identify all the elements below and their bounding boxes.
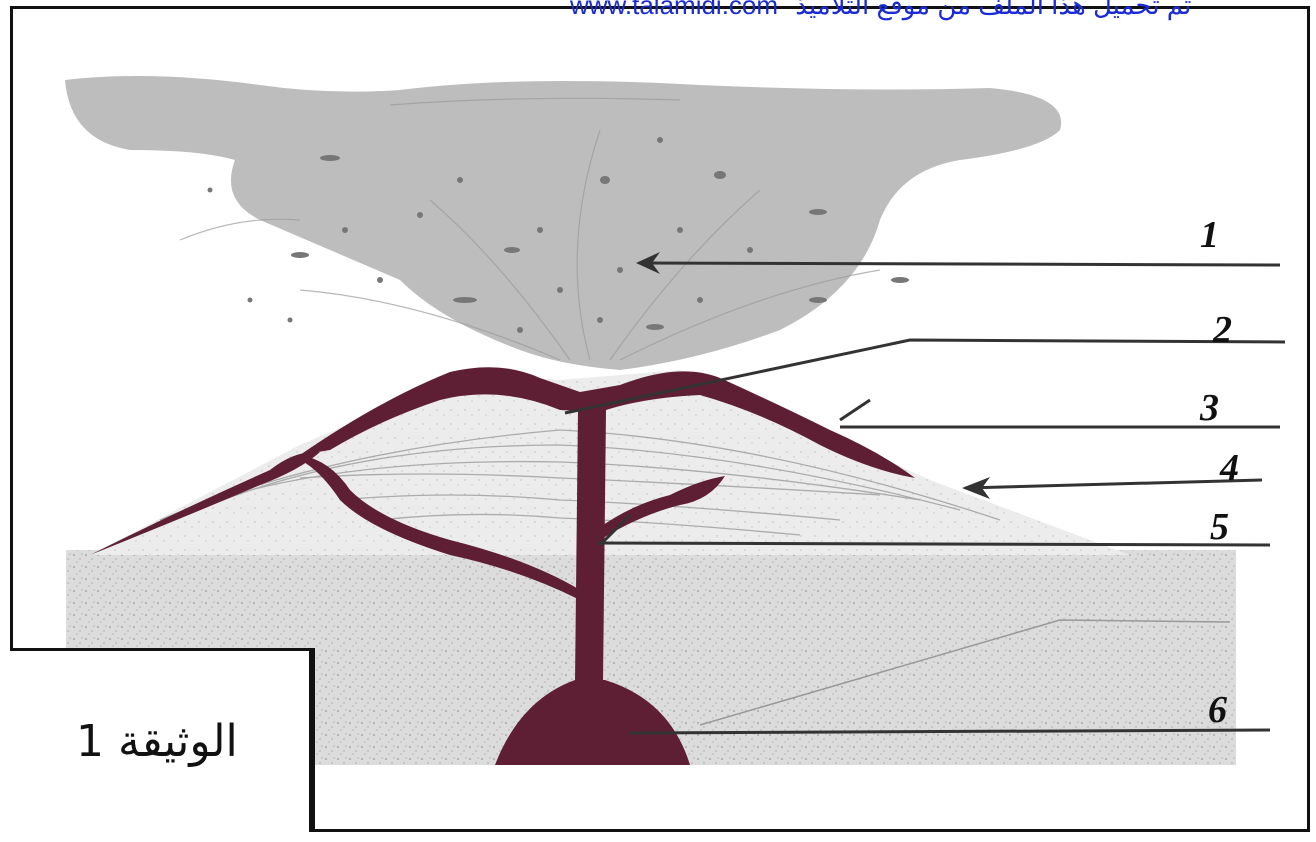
- label-3: 3: [1200, 386, 1219, 430]
- label-2: 2: [1213, 308, 1232, 352]
- label-1: 1: [1200, 213, 1219, 257]
- label-4: 4: [1220, 446, 1239, 490]
- leader-line-4: [965, 480, 1262, 488]
- label-5: 5: [1210, 505, 1229, 549]
- leader-tick-3: [840, 400, 870, 420]
- label-6: 6: [1208, 688, 1227, 732]
- leader-line-1: [640, 263, 1280, 265]
- figure-caption: الوثيقة 1: [76, 716, 238, 767]
- ash-cloud: [65, 76, 1061, 370]
- main-chimney: [575, 410, 606, 682]
- leader-line-5: [598, 543, 1270, 545]
